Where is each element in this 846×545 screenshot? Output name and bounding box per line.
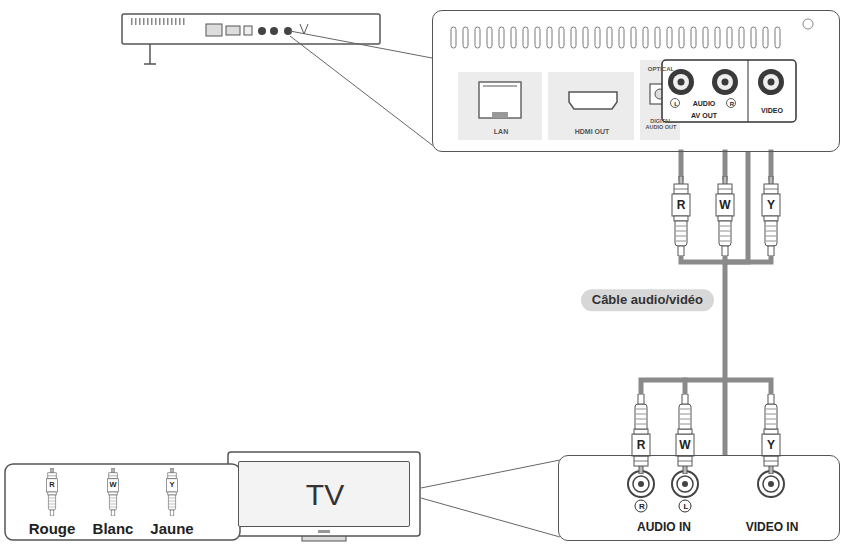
channel-mark: L — [684, 503, 689, 511]
text-holder: R — [637, 439, 646, 452]
port-label: AUDIO — [693, 100, 716, 107]
channel-mark: R — [639, 503, 645, 511]
text-holder: Y — [767, 439, 775, 452]
legend-entry: Rouge — [29, 521, 76, 537]
text-holder: AUDIO IN — [637, 521, 691, 534]
legend-box — [5, 464, 240, 540]
text-holder: DIGITAL AUDIO OUT — [642, 119, 680, 131]
legend-entry: Jaune — [150, 521, 193, 537]
text-holder: W — [109, 481, 116, 489]
plug-letter: Y — [767, 199, 775, 212]
port-label: VIDEO — [761, 107, 783, 114]
text-holder: L — [674, 101, 678, 107]
tv-title: TV — [306, 479, 344, 511]
text-holder: LAN — [494, 128, 508, 135]
tv-illustration — [228, 452, 420, 541]
text-holder: R — [730, 101, 734, 107]
port-label: DIGITAL AUDIO OUT — [642, 119, 680, 131]
text-holder: HDMI OUT — [575, 128, 610, 135]
text-holder: L — [684, 503, 689, 511]
text-holder: Y — [767, 199, 775, 212]
legend-text: Jaune — [150, 521, 193, 537]
legend-entry: Blanc — [93, 521, 134, 537]
rca-plugs — [47, 176, 780, 516]
port-label: AUDIO IN — [637, 521, 691, 534]
port-label: LAN — [494, 128, 508, 135]
plug-letter: W — [109, 481, 116, 489]
plug-letter: Y — [767, 439, 775, 452]
text-holder: R — [49, 481, 54, 489]
tv-screen: TV — [238, 461, 410, 527]
rear-panel — [432, 10, 840, 152]
plug-letter: W — [679, 439, 690, 452]
text-holder: W — [679, 439, 690, 452]
text-holder: R — [639, 503, 645, 511]
text-holder: AUDIO — [693, 100, 716, 107]
channel-mark: R — [730, 101, 734, 107]
plug-letter: Y — [169, 481, 174, 489]
text-holder: AV OUT — [691, 112, 717, 119]
text-holder: VIDEO — [761, 107, 783, 114]
port-label: AV OUT — [691, 112, 717, 119]
edge-label: Câble audio/vidéo — [592, 293, 703, 307]
text-holder: TV — [306, 479, 344, 511]
channel-mark: L — [674, 101, 678, 107]
text-holder: R — [677, 199, 686, 212]
legend-text: Blanc — [93, 521, 134, 537]
av-cable — [641, 152, 771, 398]
plug-letter: W — [719, 199, 730, 212]
plug-letter: R — [637, 439, 646, 452]
cable-label: Câble audio/vidéo — [581, 289, 714, 311]
rear-panel-box: LAN HDMI OUT OPTICAL DIGITAL AUDIO OUT L AUDI… — [432, 10, 840, 152]
text-holder: Y — [169, 481, 174, 489]
tv-input-panel-box: R L AUDIO IN VIDEO IN — [558, 455, 840, 541]
player-illustration — [122, 14, 380, 64]
port-label: OPTICAL — [648, 66, 674, 72]
plug-letter: R — [49, 481, 54, 489]
plug-letter: R — [677, 199, 686, 212]
port-label: VIDEO IN — [746, 521, 799, 534]
text-holder: W — [719, 199, 730, 212]
legend-text: Rouge — [29, 521, 76, 537]
port-label: HDMI OUT — [575, 128, 610, 135]
text-holder: VIDEO IN — [746, 521, 799, 534]
text-holder: OPTICAL — [648, 66, 674, 72]
tv-input-panel — [558, 455, 840, 541]
